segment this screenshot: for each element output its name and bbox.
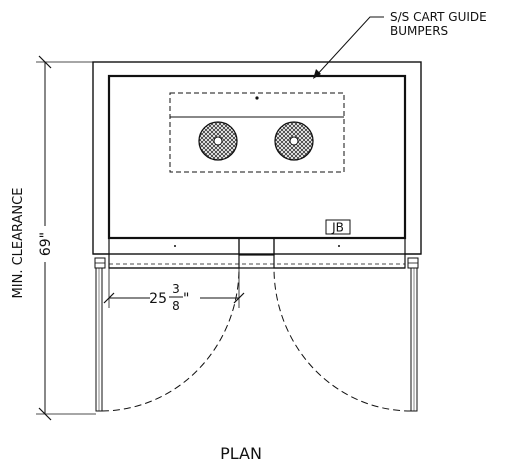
door-frame: [93, 237, 421, 269]
vertical-dimension-value: 69": [38, 232, 54, 256]
door-left: [95, 267, 240, 412]
cabinet-outline: [92, 61, 422, 255]
horizontal-dimension: 25 3 8 ": [103, 268, 245, 313]
vertical-dimension: 69" MIN. CLEARANCE: [11, 55, 96, 421]
fan-left-icon: [198, 121, 238, 161]
dimension-whole: 25: [149, 291, 167, 307]
dimension-denominator: 8: [172, 299, 180, 313]
fan-right-icon: [274, 121, 314, 161]
callout-leader: S/S CART GUIDE BUMPERS: [313, 10, 487, 79]
dimension-numerator: 3: [172, 282, 180, 296]
hinge-left-icon: [94, 257, 106, 269]
evaporator-unit: [169, 92, 345, 173]
junction-box-label: JB: [331, 221, 344, 235]
dimension-inch-mark: ": [183, 291, 189, 307]
callout-line-2: BUMPERS: [390, 24, 448, 38]
door-right: [273, 267, 418, 412]
hinge-right-icon: [407, 257, 419, 269]
plan-title: PLAN: [220, 444, 262, 463]
vertical-dimension-label: MIN. CLEARANCE: [11, 188, 26, 299]
junction-box: JB: [325, 219, 351, 235]
unit-mount-point: [255, 96, 259, 100]
callout-line-1: S/S CART GUIDE: [390, 10, 487, 24]
